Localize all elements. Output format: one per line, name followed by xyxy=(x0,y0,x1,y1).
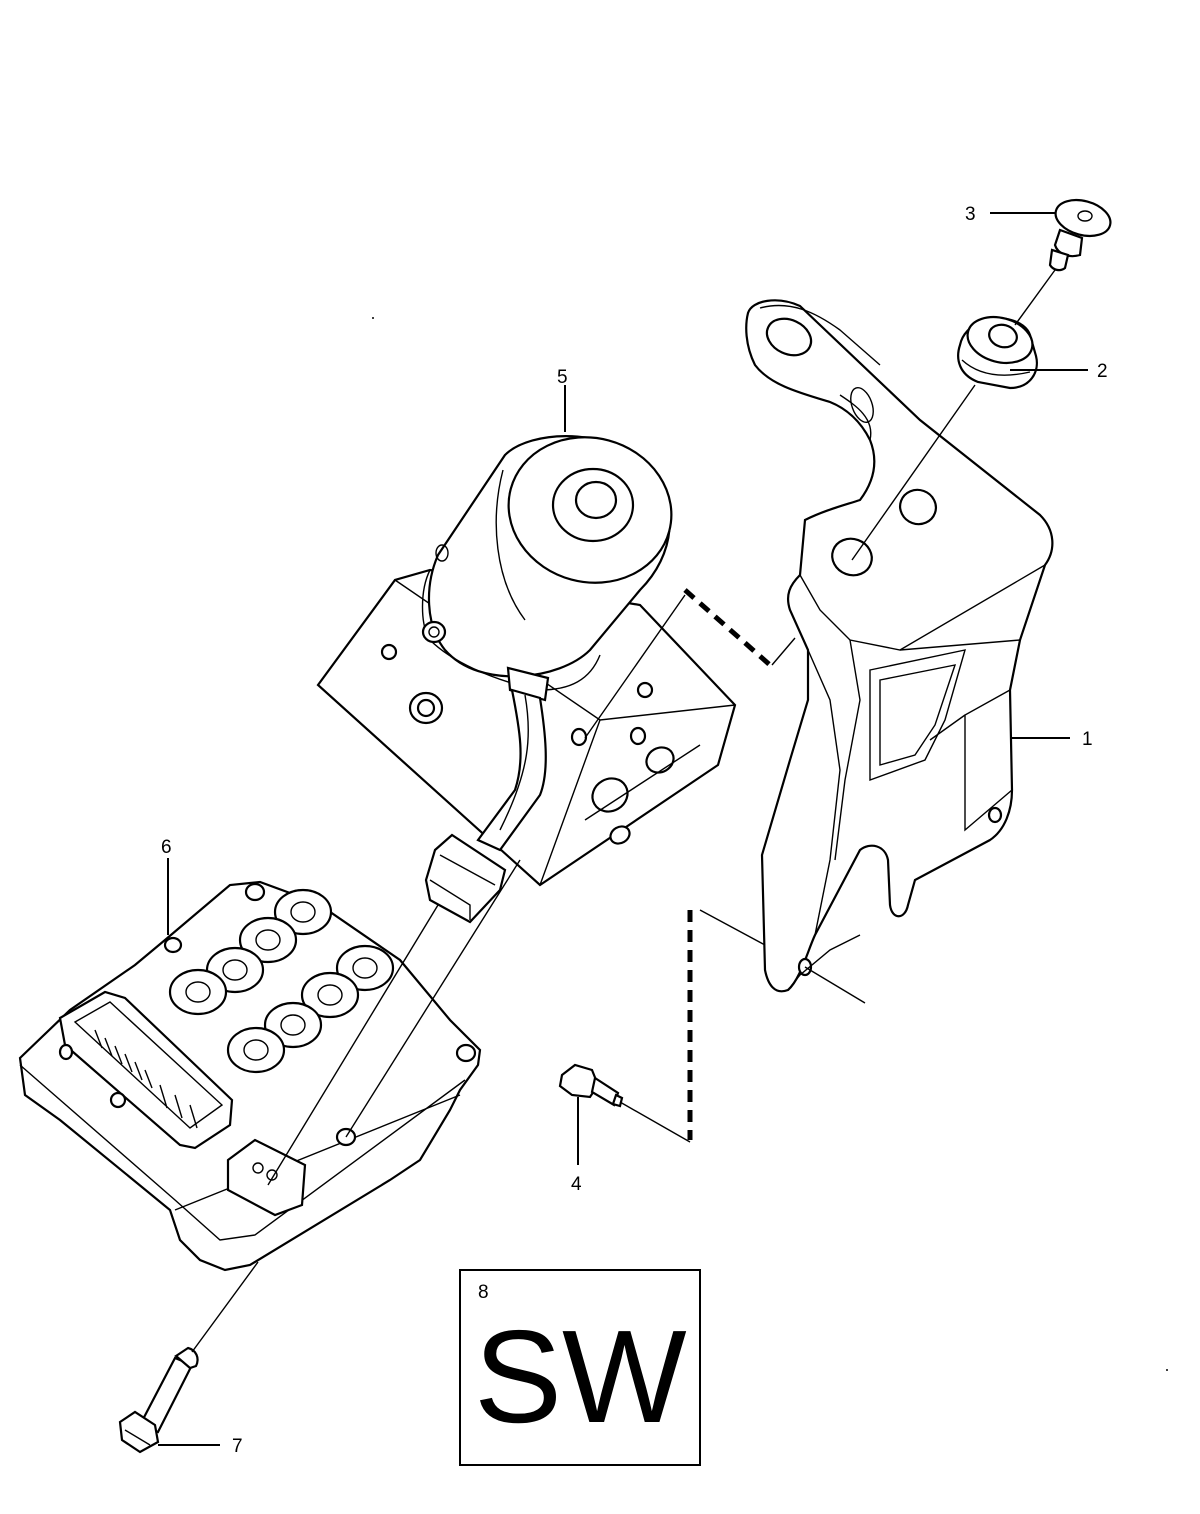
grommet-part-2 xyxy=(957,315,1038,390)
assembly-axis-bolt-7 xyxy=(191,1261,259,1353)
assembly-axis-grommet xyxy=(851,384,976,561)
bolt-part-4 xyxy=(558,1063,624,1108)
assembly-axis-block-hole xyxy=(584,594,686,739)
control-module-part-6 xyxy=(18,880,482,1272)
bracket-part-1 xyxy=(745,299,1054,993)
callout-1: 1 xyxy=(1082,729,1093,750)
sw-badge-part-8: 8 SW xyxy=(459,1269,701,1466)
assembly-axis-connector-a xyxy=(267,904,439,1186)
callout-2: 2 xyxy=(1097,361,1108,382)
callout-4: 4 xyxy=(571,1174,582,1195)
connector-pins xyxy=(94,1029,198,1129)
callout-8: 8 xyxy=(478,1282,489,1303)
stray-dot-a xyxy=(372,317,374,319)
solenoid-coils xyxy=(168,888,395,1074)
hydraulic-unit-part-5 xyxy=(316,435,737,924)
sw-badge-text: SW xyxy=(474,1303,687,1450)
callout-5: 5 xyxy=(557,367,568,388)
bolt-part-7 xyxy=(118,1346,199,1454)
assembly-axis-screw xyxy=(1014,269,1056,326)
callout-6: 6 xyxy=(161,837,172,858)
assembly-axis-connector-b xyxy=(345,859,521,1138)
assembly-axis-bracket-foot xyxy=(699,909,766,946)
callout-7: 7 xyxy=(232,1436,243,1457)
assembly-axis-bolt-4 xyxy=(619,1101,691,1143)
hidden-axis-block-bracket xyxy=(683,588,772,667)
stray-dot-b xyxy=(1166,1369,1168,1371)
assembly-axis-bracket-hole xyxy=(804,966,866,1004)
screw-part-3 xyxy=(1048,198,1112,272)
callout-3: 3 xyxy=(965,204,976,225)
assembly-axis-bracket-edge xyxy=(771,637,796,666)
